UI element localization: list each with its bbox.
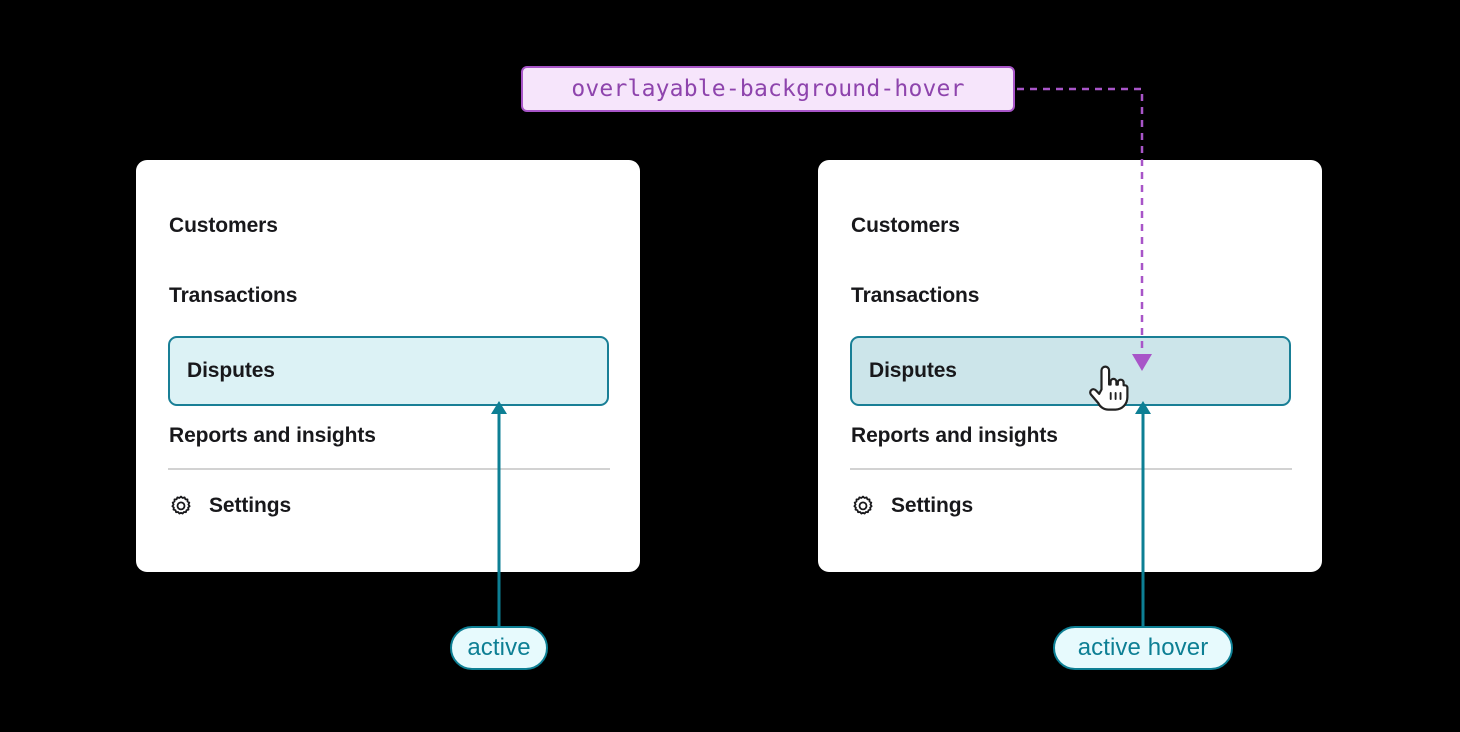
design-token-chip[interactable]: overlayable-background-hover [521,66,1015,112]
state-label-active: active [450,626,548,670]
menu-item-customers[interactable]: Customers [851,206,1291,246]
menu-item-label: Transactions [169,284,298,307]
navigation-menu-active: Customers Transactions Disputes Reports … [136,160,640,572]
menu-item-label: Disputes [187,359,275,382]
gear-icon [171,495,191,515]
menu-card-active: Customers Transactions Disputes Reports … [136,160,640,572]
state-label-active-hover: active hover [1053,626,1233,670]
menu-item-label: Settings [891,494,974,517]
menu-item-label: Transactions [851,284,980,307]
gear-icon [853,495,873,515]
design-token-name: overlayable-background-hover [571,76,965,102]
menu-item-customers[interactable]: Customers [169,206,609,246]
menu-item-label: Customers [851,214,960,237]
menu-divider [850,468,1292,470]
menu-item-reports-and-insights[interactable]: Reports and insights [851,416,1291,456]
state-label-text: active hover [1077,634,1209,661]
menu-divider [168,468,610,470]
state-label-text: active [467,634,531,661]
pointing-hand-cursor [1089,365,1129,411]
menu-item-label: Settings [209,494,292,517]
menu-item-reports-and-insights[interactable]: Reports and insights [169,416,609,456]
menu-card-active-hover: Customers Transactions Disputes Reports … [818,160,1322,572]
menu-item-label: Disputes [869,359,957,382]
menu-item-disputes[interactable]: Disputes [168,336,609,406]
navigation-menu-active-hover: Customers Transactions Disputes Reports … [818,160,1322,572]
menu-item-disputes[interactable]: Disputes [850,336,1291,406]
menu-item-label: Reports and insights [169,424,376,447]
menu-item-label: Reports and insights [851,424,1058,447]
menu-item-settings[interactable]: Settings [169,486,609,526]
menu-item-label: Customers [169,214,278,237]
menu-item-transactions[interactable]: Transactions [169,276,609,316]
menu-item-transactions[interactable]: Transactions [851,276,1291,316]
menu-item-settings[interactable]: Settings [851,486,1291,526]
